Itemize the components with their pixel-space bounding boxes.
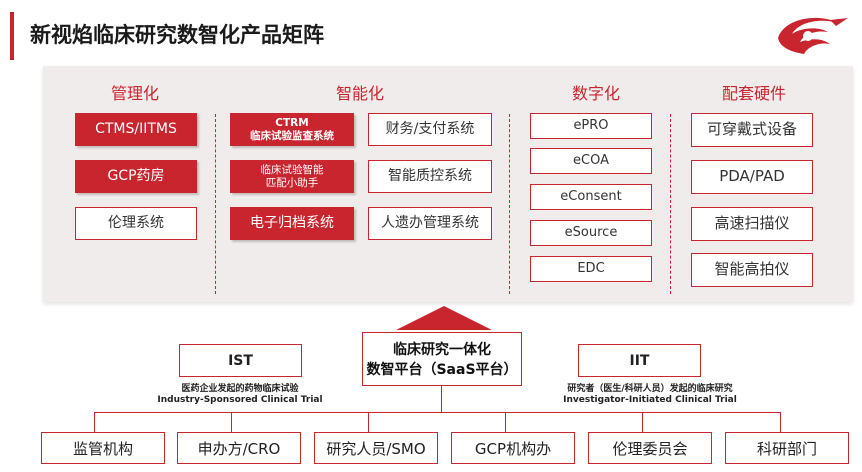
- product-trial-matching-assistant: 临床试验智能 匹配小助手: [230, 160, 354, 193]
- ist-caption-cn: 医药企业发起的药物临床试验: [181, 384, 299, 394]
- product-document-camera: 智能高拍仪: [691, 253, 813, 287]
- iit-caption-en: Investigator-Initiated Clinical Trial: [563, 394, 737, 405]
- product-high-speed-scanner: 高速扫描仪: [691, 207, 813, 241]
- product-ctms-iitms: CTMS/IITMS: [75, 113, 197, 146]
- connector-line: [780, 412, 781, 432]
- integrated-platform: 临床研究一体化 数智平台（SaaS平台）: [362, 332, 522, 386]
- product-ethics-system: 伦理系统: [75, 207, 197, 240]
- ist-box: IST: [179, 344, 302, 377]
- iit-box: IIT: [578, 344, 701, 377]
- product-matrix-panel: 管理化 智能化 数字化 配套硬件 CTMS/IITMS GCP药房 伦理系统 C…: [43, 66, 853, 302]
- product-epro: ePRO: [530, 113, 652, 139]
- product-finance-payment: 财务/支付系统: [368, 113, 492, 146]
- digital-heading: 数字化: [571, 84, 620, 103]
- connector-line: [505, 412, 506, 432]
- connector-line: [368, 412, 369, 432]
- ctrm-line2: 临床试验监查系统: [250, 129, 334, 142]
- page-title: 新视焰临床研究数智化产品矩阵: [30, 23, 324, 47]
- iit-caption: 研究者（医生/科研人员）发起的临床研究 Investigator-Initiat…: [530, 384, 770, 406]
- product-smart-qc: 智能质控系统: [368, 160, 492, 193]
- stakeholder-sponsor-cro: 申办方/CRO: [177, 432, 301, 464]
- connector-line: [231, 412, 232, 432]
- connector-line: [441, 386, 442, 412]
- connector-line: [642, 412, 643, 432]
- stakeholder-gcp-office: GCP机构办: [451, 432, 575, 464]
- hardware-heading: 配套硬件: [721, 84, 786, 103]
- product-econsent: eConsent: [530, 184, 652, 210]
- connector-line: [94, 412, 95, 432]
- brand-logo-icon: [778, 17, 848, 54]
- column-divider: [215, 114, 216, 294]
- ist-caption-en: Industry-Sponsored Clinical Trial: [157, 394, 323, 405]
- ist-caption: 医药企业发起的药物临床试验 Industry-Sponsored Clinica…: [130, 384, 350, 406]
- product-pda-pad: PDA/PAD: [691, 160, 813, 194]
- intelligent-heading: 智能化: [335, 84, 384, 103]
- product-ctrm: CTRM 临床试验监查系统: [230, 113, 354, 146]
- connector-line: [94, 412, 780, 413]
- matching-line2: 匹配小助手: [265, 176, 319, 189]
- platform-line2: 数智平台（SaaS平台）: [366, 362, 518, 378]
- stakeholder-researcher-smo: 研究人员/SMO: [314, 432, 438, 464]
- matching-line1: 临床试验智能: [260, 164, 324, 177]
- ctrm-line1: CTRM: [275, 117, 309, 130]
- product-ecoa: eCOA: [530, 148, 652, 174]
- title-accent-bar: [10, 12, 14, 60]
- product-hgr-office: 人遗办管理系统: [368, 207, 492, 240]
- platform-arrow-icon: [396, 306, 492, 330]
- stakeholder-research-dept: 科研部门: [725, 432, 849, 464]
- column-divider: [670, 114, 671, 294]
- product-gcp-pharmacy: GCP药房: [75, 160, 197, 193]
- platform-line1: 临床研究一体化: [393, 342, 491, 358]
- stakeholder-ethics-committee: 伦理委员会: [588, 432, 712, 464]
- product-wearable-device: 可穿戴式设备: [691, 113, 813, 147]
- management-heading: 管理化: [110, 84, 159, 103]
- product-e-archive: 电子归档系统: [230, 207, 354, 240]
- product-esource: eSource: [530, 220, 652, 246]
- product-edc: EDC: [530, 256, 652, 282]
- stakeholder-regulator: 监管机构: [41, 432, 165, 464]
- iit-caption-cn: 研究者（医生/科研人员）发起的临床研究: [567, 384, 733, 394]
- column-divider: [509, 114, 510, 294]
